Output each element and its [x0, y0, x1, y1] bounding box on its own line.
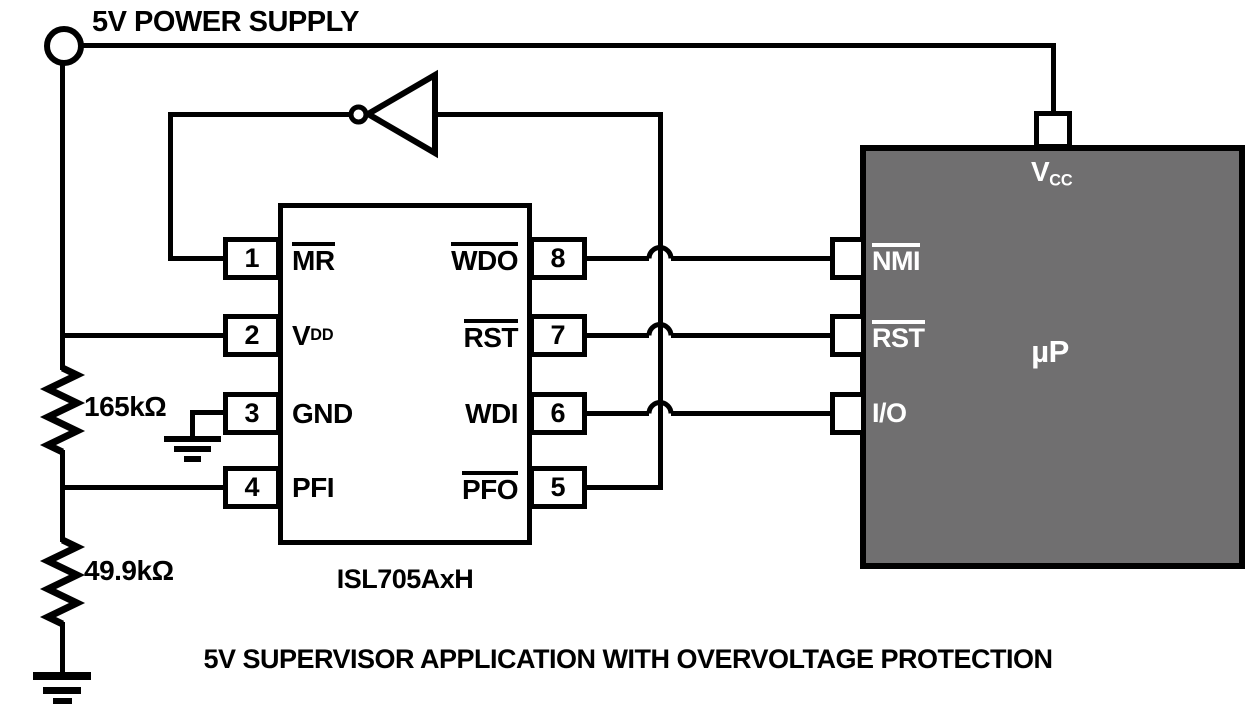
wire-wdo-right — [671, 256, 832, 261]
wire-inverter-out-h — [168, 112, 352, 117]
resistor-165k-label: 165kΩ — [84, 391, 167, 422]
ic-pin-7-box: 7 — [529, 314, 587, 357]
wire-hop-rst-icon — [646, 322, 674, 336]
wire-vcc-drop — [1051, 43, 1056, 117]
mp-io-label: I/O — [872, 398, 907, 428]
wire-divider-bottom — [60, 622, 65, 678]
ic-pin-gnd-label: GND — [292, 397, 353, 429]
ic-pin-7-number: 7 — [550, 320, 566, 350]
ic-pin-wdi-label: WDI — [465, 397, 518, 429]
ground-divider-icon — [33, 672, 91, 680]
wire-pfi-tap — [60, 485, 228, 490]
wire-wdi-right — [671, 411, 832, 416]
supervisor-ic-body — [278, 203, 532, 545]
ic-pin-mr-label: MR — [292, 237, 335, 280]
ic-pin-4-box: 4 — [223, 466, 281, 509]
wire-gnd-stub-h — [192, 410, 225, 415]
mp-io-pin-box — [830, 392, 866, 435]
ground-pin3-icon — [174, 446, 211, 452]
wire-wdo-left — [585, 256, 649, 261]
wire-vdd-tap — [60, 333, 228, 338]
ic-pin-5-number: 5 — [550, 472, 566, 502]
ground-divider-icon — [43, 687, 81, 694]
figure-caption: 5V SUPERVISOR APPLICATION WITH OVERVOLTA… — [203, 644, 1053, 674]
mp-name-label: µP — [1031, 334, 1069, 369]
wire-hop-wdo-icon — [646, 245, 674, 259]
ic-pin-3-number: 3 — [244, 398, 260, 428]
power-supply-label: 5V POWER SUPPLY — [92, 6, 360, 38]
ground-pin3-icon — [184, 456, 201, 462]
ic-pin-6-number: 6 — [550, 398, 566, 428]
resistor-49k9-label: 49.9kΩ — [84, 555, 174, 586]
wire-inverter-in-h — [434, 112, 663, 117]
resistor-49k9-icon — [39, 536, 86, 628]
ic-pin-2-box: 2 — [223, 314, 281, 357]
wire-hop-wdi-icon — [646, 400, 674, 414]
wire-pfo-h — [585, 485, 663, 490]
wire-divider-mid — [60, 450, 65, 542]
wire-rst-left — [585, 333, 649, 338]
wire-supply-down — [60, 59, 65, 370]
mp-vcc-pin-box — [1034, 111, 1072, 149]
mp-vcc-label: VCC — [1031, 156, 1073, 190]
wire-inverter-out-v — [168, 112, 173, 261]
power-supply-node-icon — [44, 26, 84, 66]
ic-pin-1-box: 1 — [223, 237, 281, 280]
wire-mr-stub — [168, 256, 228, 261]
ic-pin-5-box: 5 — [529, 466, 587, 509]
wire-pfo-riser — [658, 112, 663, 490]
mp-rst-label: RST — [872, 314, 925, 357]
mp-rst-pin-box — [830, 314, 866, 357]
inverter-bubble-icon — [348, 104, 369, 125]
ic-pin-8-number: 8 — [550, 243, 566, 273]
ic-pin-rst-label: RST — [402, 314, 518, 357]
ic-pin-pfi-label: PFI — [292, 471, 335, 503]
mp-nmi-label: NMI — [872, 237, 921, 280]
ic-pin-2-number: 2 — [244, 320, 260, 350]
mp-nmi-pin-box — [830, 237, 866, 280]
ic-pin-8-box: 8 — [529, 237, 587, 280]
ic-pin-wdo-label: WDO — [402, 237, 518, 280]
ic-pin-pfo-label: PFO — [402, 466, 519, 509]
ground-pin3-icon — [164, 436, 221, 442]
wire-rst-right — [671, 333, 832, 338]
ic-pin-6-box: 6 — [529, 392, 587, 435]
ground-divider-icon — [53, 698, 72, 704]
resistor-165k-icon — [39, 364, 86, 456]
wire-power-rail — [78, 43, 1053, 48]
ic-pin-4-number: 4 — [244, 472, 260, 502]
ic-pin-1-number: 1 — [244, 243, 260, 273]
wire-gnd-stub-v — [190, 410, 195, 438]
wire-wdi-left — [585, 411, 649, 416]
ic-pin-3-box: 3 — [223, 392, 281, 435]
inverter-triangle-icon — [362, 69, 438, 159]
ic-part-number: ISL705AxH — [336, 564, 474, 594]
